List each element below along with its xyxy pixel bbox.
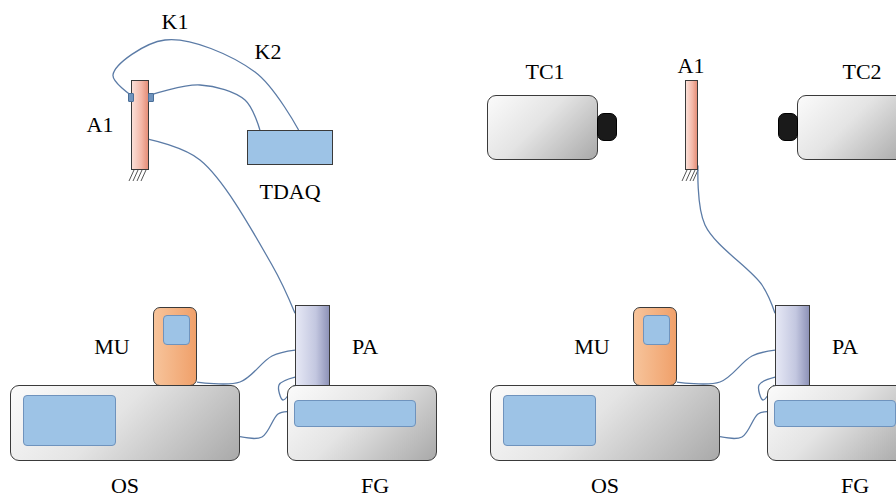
sensor-bar: A1 <box>131 80 149 170</box>
mobile-unit: MU <box>633 307 677 386</box>
cable-label: K1 <box>160 10 191 34</box>
thermal-camera: TC2 <box>797 95 896 160</box>
device-label: TC2 <box>842 60 881 84</box>
function-generator: FG <box>287 385 437 461</box>
screen-panel <box>23 395 116 446</box>
screen-panel <box>163 315 190 345</box>
device-label: FG <box>841 474 869 498</box>
mobile-unit: MU <box>153 307 197 386</box>
device-label: OS <box>111 474 139 498</box>
screen-panel <box>503 395 596 446</box>
sensor-bar: A1 <box>685 80 698 170</box>
device-label: TC1 <box>525 60 564 84</box>
device-label: OS <box>591 474 619 498</box>
camera-lens <box>597 113 617 141</box>
cable <box>677 350 775 384</box>
device-label: TDAQ <box>259 180 320 204</box>
camera-lens <box>778 113 798 141</box>
cable-plug <box>128 93 134 102</box>
cable <box>149 85 260 130</box>
device-label: A1 <box>678 54 705 78</box>
daq-box: TDAQ <box>247 130 333 165</box>
oscilloscope: OS <box>10 385 240 461</box>
device-label: PA <box>832 335 858 359</box>
device-label: MU <box>94 335 129 359</box>
thermal-camera: TC1 <box>487 95 598 160</box>
cable <box>720 412 767 439</box>
power-amplifier: PA <box>775 305 810 387</box>
device-label: PA <box>352 335 378 359</box>
cable-label: K2 <box>253 40 284 64</box>
screen-panel <box>643 315 670 345</box>
screen-panel <box>774 400 896 427</box>
cable-plug <box>148 93 154 102</box>
cable <box>240 412 287 439</box>
device-label: MU <box>574 335 609 359</box>
screen-panel <box>294 400 416 427</box>
cable <box>197 350 295 384</box>
cable <box>149 139 295 313</box>
device-label: FG <box>361 474 389 498</box>
oscilloscope: OS <box>490 385 720 461</box>
device-label: A1 <box>87 113 114 137</box>
cable <box>698 166 775 314</box>
function-generator: FG <box>767 385 896 461</box>
power-amplifier: PA <box>295 305 330 387</box>
